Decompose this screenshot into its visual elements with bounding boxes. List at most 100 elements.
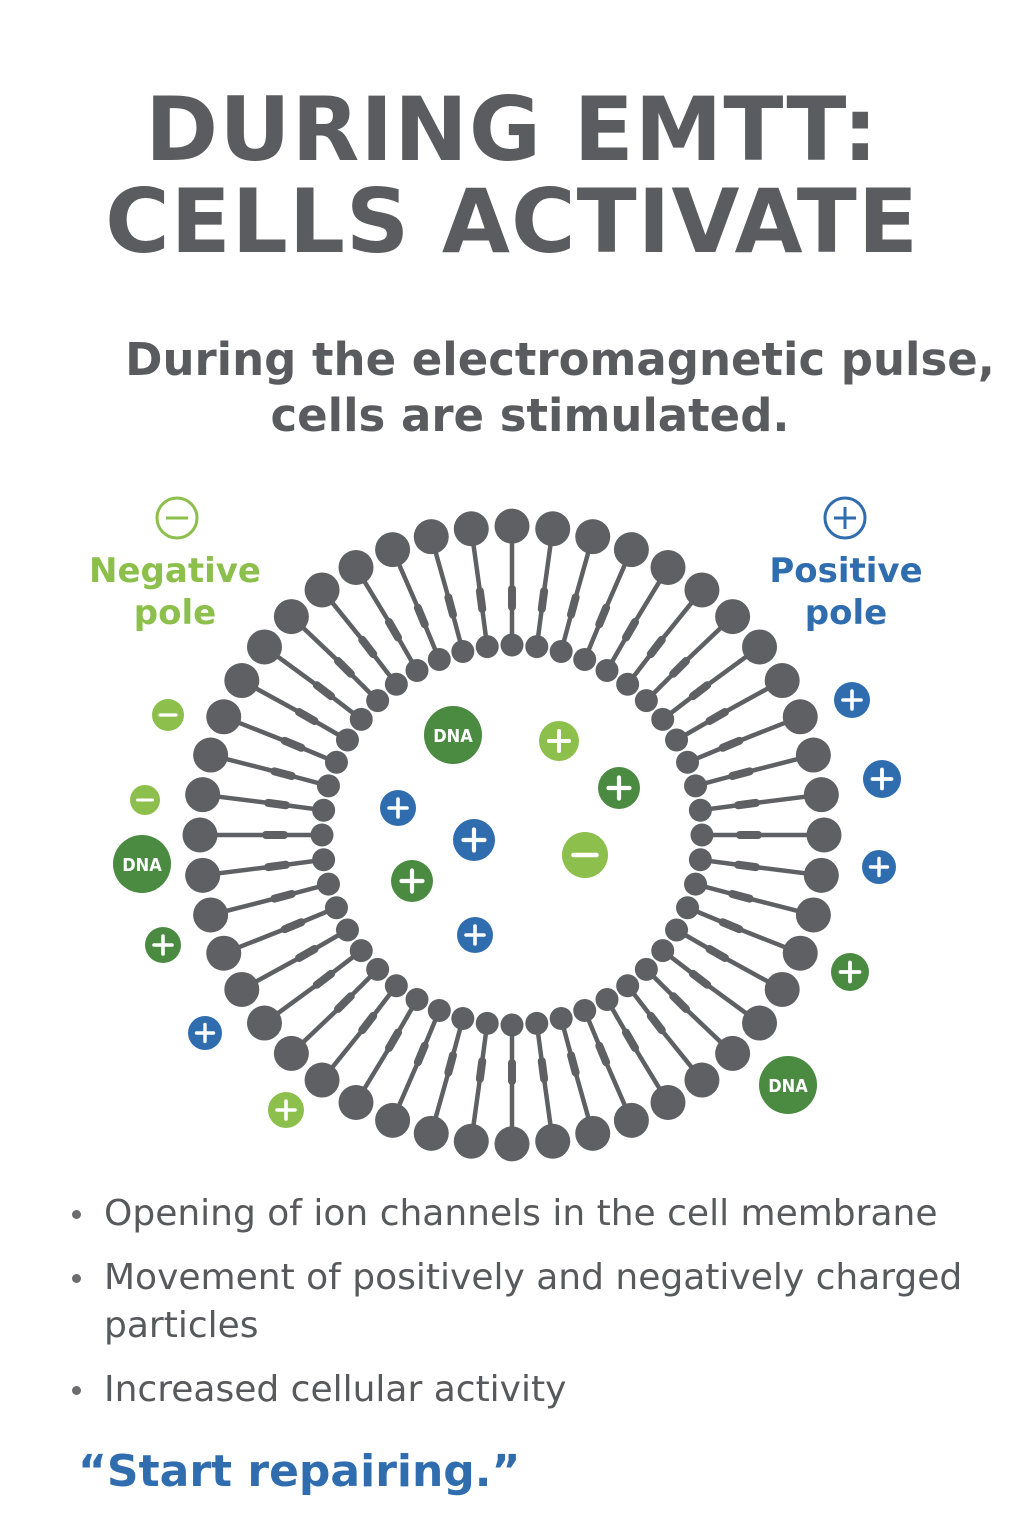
dna-label: DNA [433,726,473,747]
lipid-head-inner [312,848,336,872]
negative-pole-label: Negative pole [75,550,275,634]
positive-ion [598,767,640,809]
lipid-tail-joint [444,593,457,619]
lipid-tail-joint [688,681,712,701]
lipid-tail-joint [475,587,487,613]
lipid-tail-joint [669,657,690,678]
lipid-head-outer [246,629,282,665]
lipid-molecule [224,918,359,1007]
positive-ion [453,819,495,861]
lipid-head-inner [690,823,714,847]
lipid-head-outer [806,817,842,853]
lipid-head-inner [335,728,359,752]
lipid-head-inner [500,633,524,657]
lipid-head-inner [335,918,359,942]
lipid-tail-joint [294,708,319,725]
lipid-tail-joint [595,1041,611,1067]
lipid-head-outer [535,511,571,547]
subtitle-line-2: cells are stimulated. [270,389,790,442]
lipid-head-inner [500,1013,524,1037]
lipid-head-outer [304,1062,340,1098]
lipid-tail-joint [270,890,296,903]
lipid-head-inner [549,639,573,663]
lipid-molecule [375,532,451,671]
lipid-head-inner [384,974,408,998]
lipid-head-inner [684,774,708,798]
lipid-molecule [494,1013,530,1162]
lipid-tail-joint [718,736,744,752]
lipid-head-outer [304,572,340,608]
lipid-head-outer [764,663,800,699]
positive-ion [268,1092,304,1128]
lipid-head-outer [684,572,720,608]
positive-ion [831,953,869,991]
lipid-molecule [273,599,390,713]
lipid-head-outer [795,737,831,773]
positive-pole-line-2: pole [804,593,888,633]
lipid-head-inner [688,798,712,822]
lipid-molecule [525,1011,571,1159]
lipid-head-inner [451,1007,475,1031]
list-item: Movement of positively and negatively ch… [70,1254,1000,1350]
plus-circle-icon-ring [823,496,867,540]
positive-ion [834,682,870,718]
lipid-head-inner [310,823,334,847]
lipid-molecule [634,599,751,713]
lipid-head-outer [375,532,411,568]
lipid-head-inner [349,707,373,731]
lipid-tail-joint [595,603,611,629]
lipid-tail-joint [622,1028,639,1053]
lipid-molecule [413,1007,475,1151]
lipid-head-outer [453,511,489,547]
lipid-tail-joint [475,1057,487,1083]
lipid-head-inner [676,750,700,774]
lipid-molecule [494,508,530,657]
bullet-dot [72,1274,81,1283]
positive-ion [457,917,493,953]
lipid-head-inner [525,635,549,659]
lipid-tail-joint [264,860,290,872]
lipid-head-outer [338,550,374,586]
lipid-molecule [616,572,720,696]
dna-label: DNA [122,855,162,876]
lipid-molecule [193,737,340,798]
lipid-tail-joint [622,617,639,642]
lipid-tail-joint [728,890,754,903]
lipid-molecule [688,777,839,822]
lipid-head-outer [803,777,839,813]
lipid-head-outer [795,897,831,933]
lipid-head-outer [650,1084,686,1120]
lipid-molecule [595,550,686,682]
lipid-tail-joint [358,635,378,659]
lipid-molecule [549,519,611,663]
subtitle-line-1: During the electromagnetic pulse, [125,333,995,386]
lipid-molecule [304,974,408,1098]
lipid-head-inner [384,672,408,696]
tagline-quote: “Start repairing.” [78,1446,521,1497]
lipid-head-inner [475,635,499,659]
negative-pole-line-2: pole [133,593,217,633]
lipid-head-inner [316,872,340,896]
lipid-molecule [375,999,451,1138]
positive-ion [380,790,416,826]
lipid-head-outer [613,532,649,568]
lipid-head-outer [650,550,686,586]
lipid-head-outer [206,935,242,971]
lipid-head-outer [338,1084,374,1120]
lipid-molecule [634,957,751,1071]
lipid-head-inner [405,658,429,682]
lipid-head-outer [453,1123,489,1159]
lipid-molecule [338,550,429,682]
lipid-molecule [665,663,800,752]
lipid-tail-joint [646,635,666,659]
lipid-head-outer [273,599,309,635]
lipid-head-inner [427,999,451,1023]
page-title: DURING EMTT: CELLS ACTIVATE [0,84,1024,268]
dna-particle-circle [759,1056,817,1114]
dna-particle: DNA [113,835,171,893]
dna-particle-circle [424,706,482,764]
lipid-head-outer [273,1035,309,1071]
positive-ion [539,721,579,761]
lipid-tail-joint [705,708,730,725]
